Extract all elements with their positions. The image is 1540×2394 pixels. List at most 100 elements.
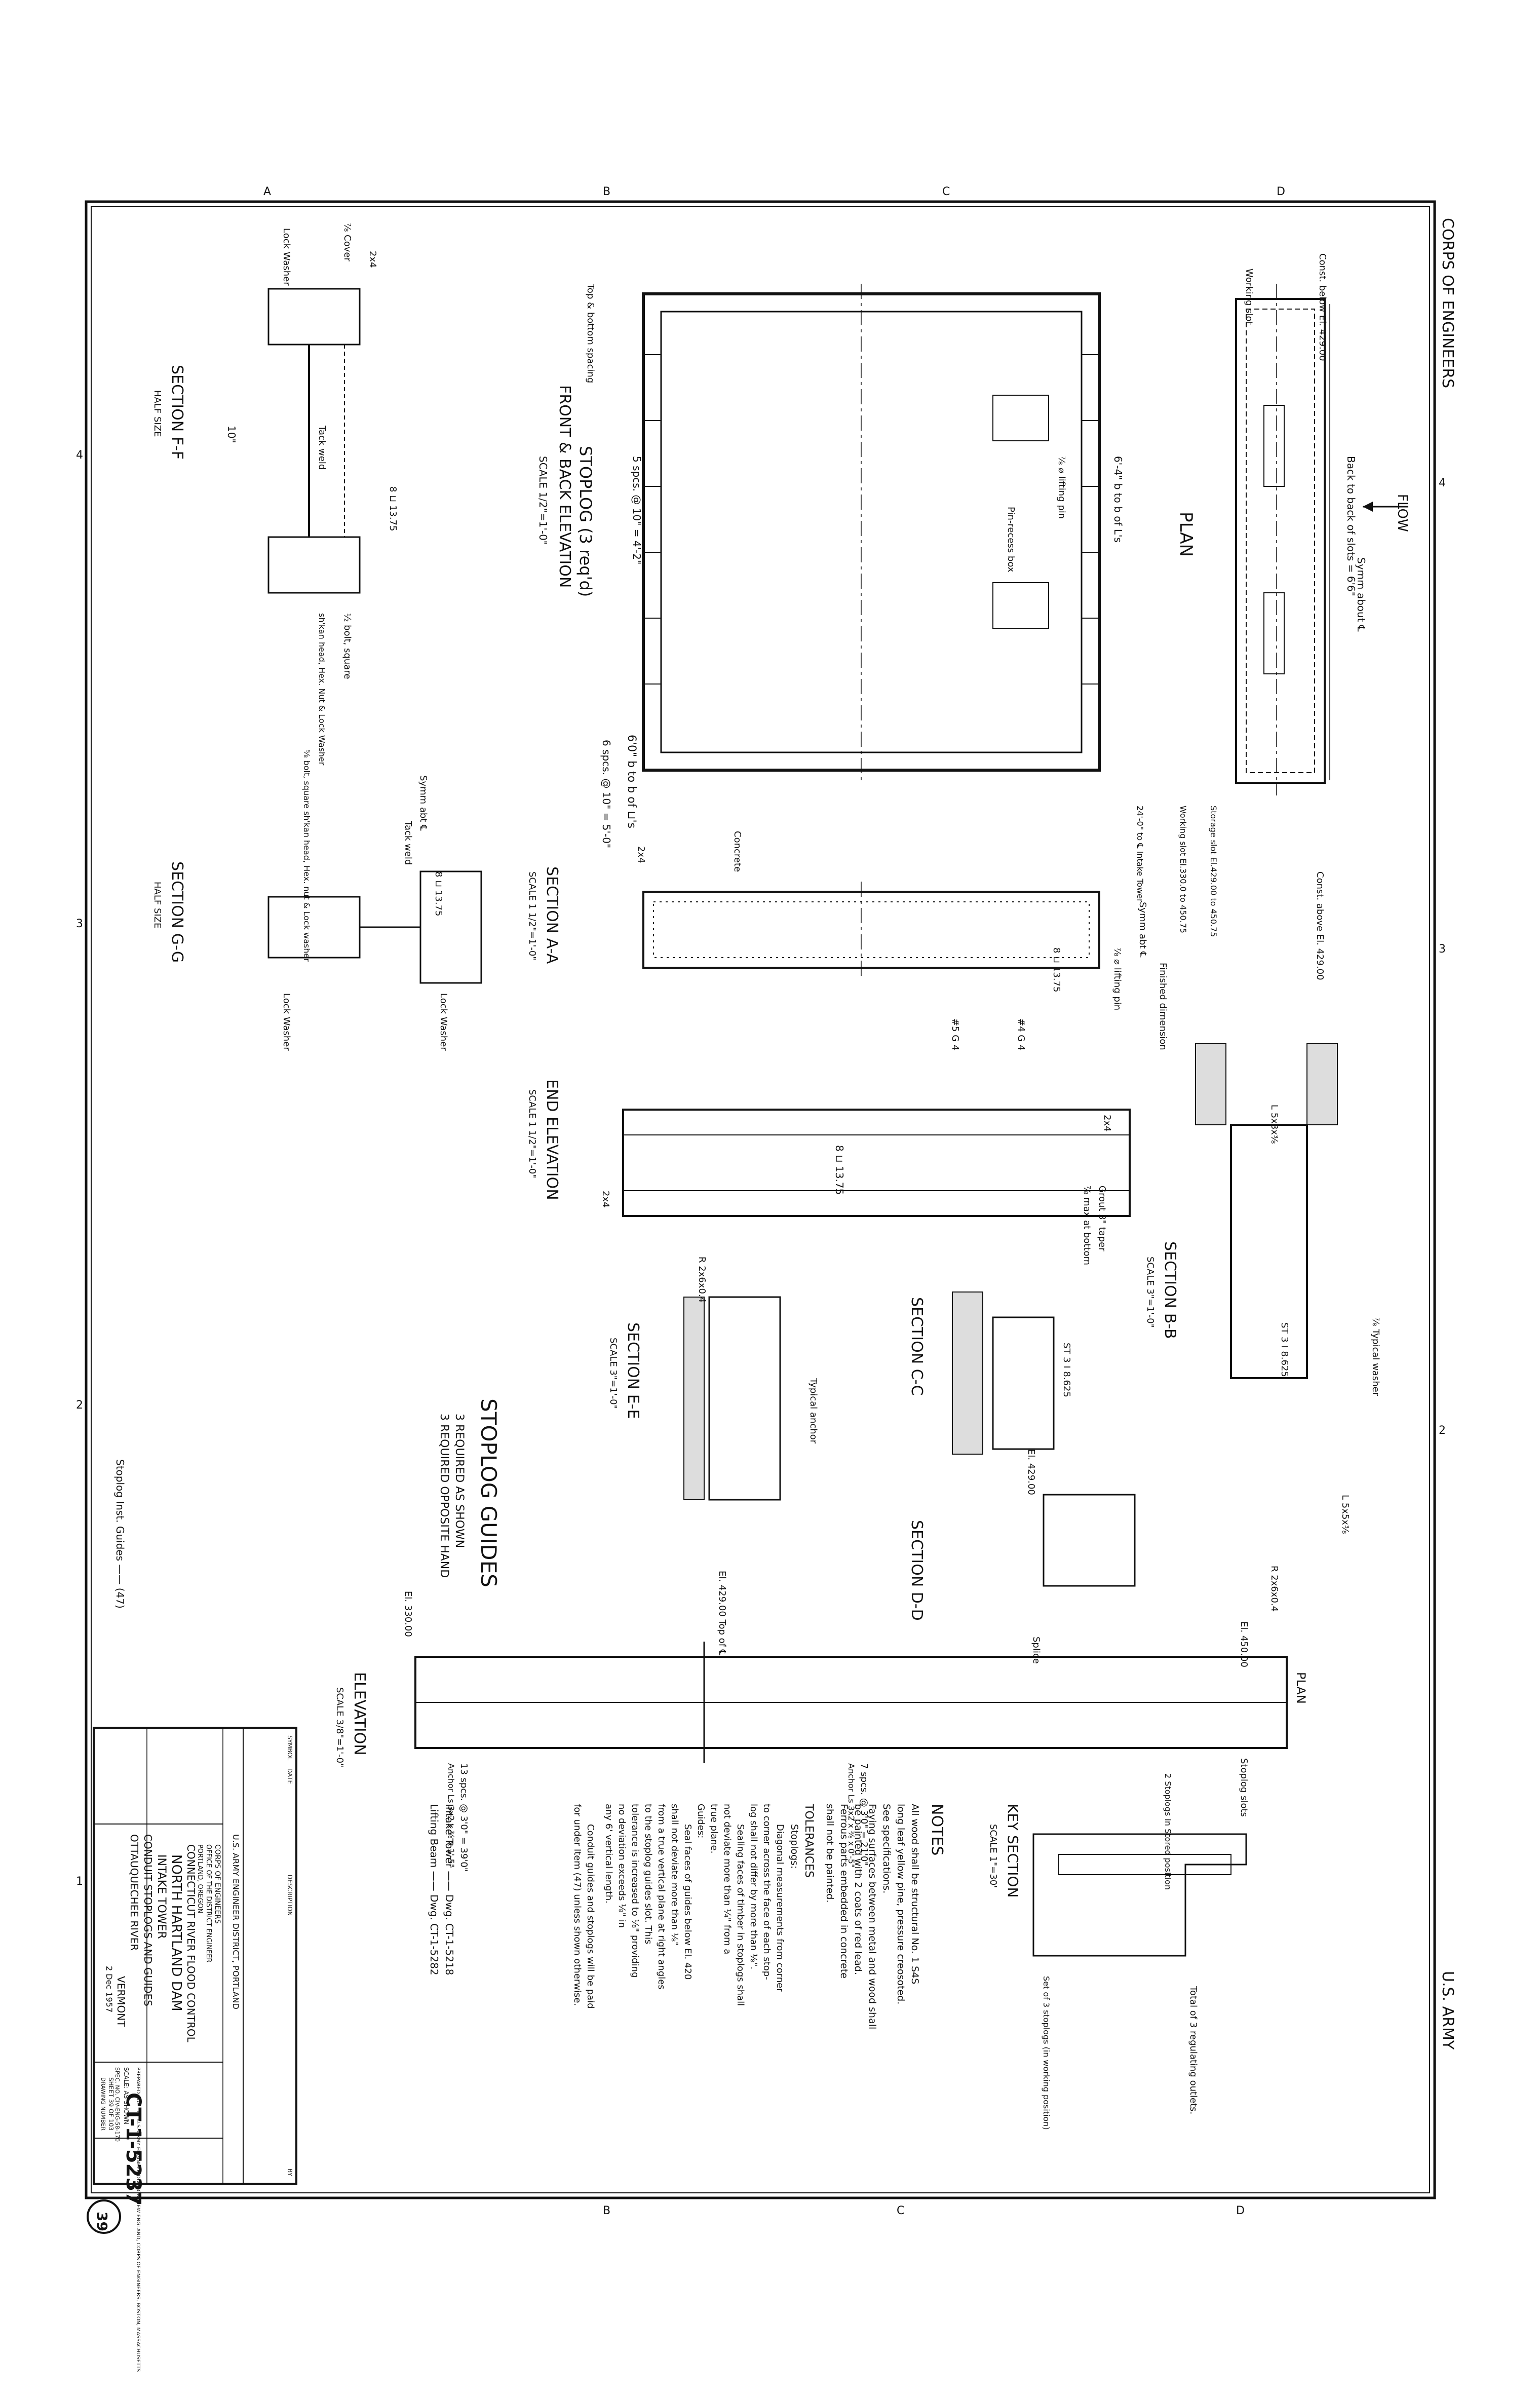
- end-elevation-label-2x4-b: 2x4: [600, 1191, 611, 1208]
- stoplog-elevation-view: STOPLOG (3 req'd) FRONT & BACK ELEVATION…: [537, 283, 1124, 848]
- stoplog-guides-sub2: 3 REQUIRED OPPOSITE HAND: [438, 1414, 450, 1578]
- elevation-label-anchor-1: Anchor Ls 3x2 x ⅜ x 1'-5": [446, 1763, 456, 1868]
- stoplog-subtitle: FRONT & BACK ELEVATION: [556, 385, 573, 588]
- section-cc-title: SECTION C-C: [908, 1297, 926, 1395]
- grid-number-1: 1: [76, 1875, 83, 1888]
- section-aa-label-5g4: #5 G 4: [950, 1018, 960, 1050]
- sheet-number-circle-text: 39: [94, 2212, 110, 2231]
- tol-line-10: to the stoplog guides slot. This: [643, 1804, 653, 1944]
- title-agency: U.S. ARMY ENGINEER DISTRICT, PORTLAND: [231, 1834, 241, 2009]
- revision-col-description: DESCRIPTION: [286, 1875, 293, 1916]
- title-scale: SCALE: AS SHOWN: [123, 2067, 130, 2124]
- plan-title: PLAN: [1176, 512, 1196, 557]
- section-gg-label-lock-washer-1: Lock Washer: [281, 993, 292, 1051]
- title-office-2: OFFICE OF THE DISTRICT ENGINEER: [205, 1844, 212, 1962]
- sheet-border-inner: [91, 206, 1430, 2193]
- section-aa-label-concrete: Concrete: [732, 831, 743, 872]
- section-gg-label-symm: Symm abt ℄: [418, 775, 429, 831]
- elevation-label-el330: El. 330.00: [403, 1591, 413, 1637]
- section-aa-view: SECTION A-A SCALE 1 1/2"=1'-0" Concrete …: [527, 831, 1168, 1050]
- section-ee-label-0: R 2x6x0.4: [697, 1257, 707, 1303]
- revision-col-symbol: SYMBOL: [286, 1735, 293, 1761]
- section-aa-label-4g4: #4 G 4: [1016, 1018, 1026, 1050]
- plan-note-symm: Symm about ℄: [1355, 557, 1367, 632]
- elevation-label-el450: El. 450.00: [1239, 1621, 1249, 1667]
- title-block: SYMBOL DATE DESCRIPTION BY U.S. ARMY ENG…: [87, 1727, 297, 2372]
- plan-note-working-slot-el: Working slot El.330.0 to 450.75: [1178, 806, 1188, 933]
- notes-line-0: All wood shall be structural No. 1 S4S: [909, 1804, 920, 1984]
- section-gg-label-tack-weld: Tack weld: [403, 820, 413, 865]
- tol-line-3: Sealing faces of timber in stoplogs shal…: [735, 1824, 746, 2006]
- section-aa-scale: SCALE 1 1/2"=1'-0": [527, 871, 537, 961]
- section-cc-label-st: ST 3 I 8.625: [1061, 1343, 1072, 1397]
- grid-number-4: 4: [76, 449, 83, 462]
- grid-number-2-right: 2: [1439, 1424, 1446, 1437]
- tol-line-13: any 6' vertical length.: [603, 1804, 614, 1904]
- section-cc-view: SECTION C-C Grout 3" taper ⅞ max at bott…: [908, 1186, 1107, 1455]
- tol-line-1: to corner across the face of each stop-: [761, 1804, 772, 1980]
- army-label: U.S. ARMY: [1439, 1971, 1456, 2050]
- notes-block: NOTES All wood shall be structural No. 1…: [572, 1803, 946, 2029]
- section-bb-label-0: L 5x3x⅜: [1269, 1105, 1280, 1144]
- end-elevation-title: END ELEVATION: [543, 1079, 561, 1200]
- section-ff-scale: HALF SIZE: [152, 390, 163, 437]
- section-ff-label-tack-weld: Tack weld: [317, 425, 327, 470]
- grid-letter-d-bottom: D: [1236, 2205, 1245, 2217]
- plan-note-storage-slot-el: Storage slot El.429.00 to 450.75: [1209, 806, 1218, 937]
- grid-number-4-right: 4: [1439, 477, 1446, 489]
- section-gg-label-bolt: ⅝ bolt, square sh'kan head, Hex. nut & L…: [302, 750, 312, 962]
- plan-note-intake-tower: 24'-0" to ℄ Intake Tower: [1135, 806, 1145, 902]
- elevation-title: ELEVATION: [351, 1672, 368, 1756]
- grid-letter-d: D: [1277, 185, 1285, 198]
- elevation-label-el429: El. 429.00 Top of ℄: [717, 1571, 727, 1656]
- section-aa-label-pin: ⅞ ⌀ lifting pin: [1112, 947, 1123, 1010]
- stoplog-title: STOPLOG (3 req'd): [576, 446, 595, 597]
- stoplog-pin-recess: Pin-recess box: [1006, 507, 1016, 573]
- sheet-border: [85, 200, 1436, 2199]
- section-bb-scale: SCALE 3"=1'-0": [1145, 1257, 1156, 1328]
- title-project: CONNECTICUT RIVER FLOOD CONTROL: [185, 1844, 197, 2043]
- plan-note-back-to-back: Back to back of slots = 6'6": [1345, 456, 1357, 596]
- section-bb-view: SECTION B-B SCALE 3"=1'-0" L 5x3x⅜ ST 3 …: [1145, 1043, 1381, 1612]
- notes-line-5: Ferrous parts embedded in concrete: [838, 1804, 850, 1979]
- section-bb-label-9: L 5x5x⅜: [1340, 1495, 1351, 1534]
- section-ee-label-2: Typical anchor: [808, 1378, 819, 1444]
- tolerances-sub: Stoplogs:: [789, 1824, 800, 1869]
- section-ee-title: SECTION E-E: [624, 1322, 642, 1419]
- grid-letter-b-bottom: B: [603, 2205, 610, 2217]
- section-ee-view: SECTION E-E SCALE 3"=1'-0" R 2x6x0.4 Typ…: [608, 1257, 819, 1501]
- title-state: VERMONT: [115, 1976, 127, 2027]
- title-office: CORPS OF ENGINEERS: [213, 1844, 221, 1924]
- title-sheet-no: SHEET 39 OF 103: [107, 2077, 114, 2131]
- notes-line-1: long leaf yellow pine, pressure creosote…: [895, 1804, 906, 2004]
- tol-line-2: log shall not differ by more than ⅛".: [748, 1804, 759, 1969]
- plan-note-const-below: Const. below El. 429.00: [1317, 253, 1328, 361]
- elevation-scale: SCALE 3/8"=1'-0": [334, 1687, 345, 1767]
- tolerances-title: TOLERANCES: [802, 1803, 815, 1878]
- notes-line-6: shall not be painted.: [824, 1804, 835, 1903]
- key-section-label-outlets: Total of 3 regulating outlets.: [1188, 1986, 1199, 2114]
- notes-title: NOTES: [928, 1804, 946, 1855]
- section-gg-label-lock-washer-2: Lock Washer: [438, 993, 449, 1051]
- section-gg-title: SECTION G-G: [168, 861, 186, 963]
- title-prepared: PREPARED FOR THE U.S. ARMY ENGINEER DIVI…: [135, 2067, 141, 2372]
- grid-number-3-right: 3: [1439, 943, 1446, 956]
- key-section-label-stored: 2 Stoplogs in Stored position: [1163, 1773, 1173, 1890]
- end-elevation-label-2x4: 2x4: [1102, 1115, 1112, 1132]
- elevation-label-spcs-7: 7 spcs. @ 3'0" = 21'0": [859, 1763, 869, 1866]
- section-ff-label-bolt: ½ bolt, square: [342, 613, 353, 679]
- stoplog-guides-title-group: STOPLOG GUIDES 3 REQUIRED AS SHOWN 3 REQ…: [114, 1398, 501, 1609]
- revision-col-by: BY: [286, 2169, 293, 2177]
- stoplog-dim-top-bottom: Top & bottom spacing: [585, 283, 596, 383]
- key-section-title: KEY SECTION: [1005, 1804, 1021, 1897]
- title-drawing-number: CT-1-5237: [122, 2093, 145, 2206]
- notes-line-2: See specifications.: [881, 1804, 892, 1893]
- key-section-label-working: Set of 3 stoplogs (in working position): [1042, 1976, 1051, 2130]
- tol-line-12: no deviation exceeds ⅛" in: [617, 1804, 627, 1928]
- stoplog-dim-btob: 6'-4" b to b of L's: [1112, 456, 1124, 543]
- section-aa-title: SECTION A-A: [543, 866, 561, 964]
- notes-line-4: be painted with 2 coats of red lead.: [853, 1804, 864, 1975]
- section-aa-label-2x4: 2x4: [636, 846, 646, 863]
- section-aa-label-symm: Symm abt ℄: [1137, 902, 1148, 958]
- section-cc-label-grout: Grout 3" taper: [1097, 1186, 1107, 1251]
